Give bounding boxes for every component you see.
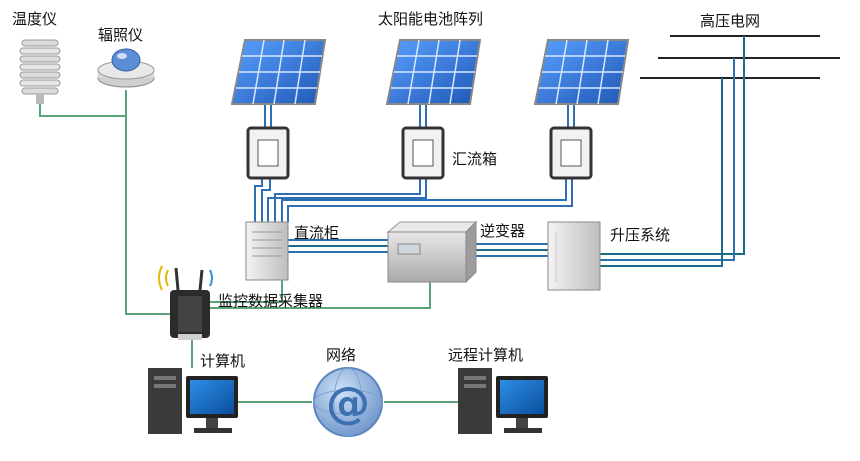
label-grid: 高压电网	[700, 12, 761, 30]
combiner-box-3	[549, 126, 593, 180]
label-thermometer: 温度仪	[12, 10, 58, 28]
solar-panel-1	[230, 39, 327, 105]
label-dc-cabinet: 直流柜	[294, 224, 340, 242]
high-voltage-grid	[640, 35, 840, 79]
label-network: 网络	[326, 346, 357, 364]
solar-panel-3	[533, 39, 630, 105]
label-remote-computer: 远程计算机	[448, 346, 524, 364]
label-data-collector: 监控数据采集器	[218, 292, 324, 310]
thermometer-device	[19, 39, 61, 104]
ac-wiring	[288, 36, 745, 267]
data-wiring	[39, 90, 460, 403]
combiner-box-2	[401, 126, 445, 180]
label-combiner-box: 汇流箱	[452, 150, 498, 168]
label-inverter: 逆变器	[480, 222, 526, 240]
network-globe: @	[313, 367, 383, 437]
irradiance-meter-device	[97, 48, 155, 88]
dc-wiring	[254, 104, 575, 222]
label-computer: 计算机	[200, 352, 246, 370]
inverter-device	[386, 220, 478, 284]
label-solar-array: 太阳能电池阵列	[378, 10, 484, 28]
data-collector-device	[158, 265, 213, 340]
solar-panel-2	[385, 39, 482, 105]
label-irradiance-meter: 辐照仪	[98, 26, 144, 44]
label-step-up: 升压系统	[610, 226, 671, 244]
step-up-device	[547, 221, 601, 291]
network-at-symbol: @	[326, 378, 370, 429]
computer-device	[148, 368, 238, 434]
combiner-box-1	[246, 126, 290, 180]
remote-computer-device	[458, 368, 548, 434]
dc-cabinet-device	[245, 221, 289, 281]
